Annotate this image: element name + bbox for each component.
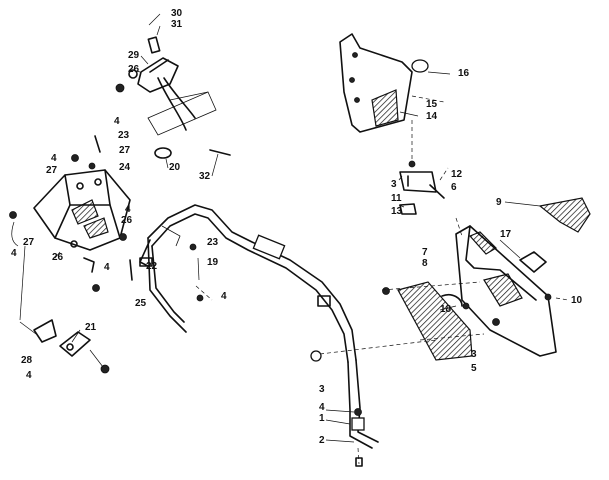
callout-3: 3 xyxy=(391,179,397,190)
callout-31: 31 xyxy=(171,19,183,30)
callout-4: 4 xyxy=(26,370,32,381)
callout-30: 30 xyxy=(171,8,183,19)
handlebar xyxy=(139,204,357,363)
callout-23: 23 xyxy=(207,237,219,248)
callout-20: 20 xyxy=(169,162,181,173)
callout-11: 11 xyxy=(391,193,402,204)
small-bracket xyxy=(398,160,449,215)
callout-3: 3 xyxy=(471,349,477,360)
lever-link xyxy=(19,319,110,374)
callout-17: 17 xyxy=(500,229,512,240)
callout-4: 4 xyxy=(319,402,325,413)
callout-19: 19 xyxy=(207,257,219,268)
lower-bar xyxy=(310,350,379,467)
callout-1: 1 xyxy=(319,413,325,424)
shield-piece xyxy=(504,197,591,233)
callout-4: 4 xyxy=(11,248,17,259)
callout-14: 14 xyxy=(426,111,438,122)
callout-15: 15 xyxy=(426,99,438,110)
callout-27: 27 xyxy=(46,165,58,176)
panel-bracket xyxy=(339,33,451,160)
callout-9: 9 xyxy=(496,197,502,208)
callout-27: 27 xyxy=(23,237,35,248)
callout-12: 12 xyxy=(451,169,463,180)
callout-13: 13 xyxy=(391,206,403,217)
callout-24: 24 xyxy=(119,162,131,173)
callout-26: 26 xyxy=(128,64,140,75)
callout-2: 2 xyxy=(319,435,325,446)
throttle-lever-assembly xyxy=(115,13,231,177)
callout-18: 18 xyxy=(440,304,452,315)
callout-23: 23 xyxy=(118,130,130,141)
callout-29: 29 xyxy=(128,50,140,61)
callout-26: 26 xyxy=(121,215,133,226)
callout-4: 4 xyxy=(125,204,131,215)
callout-6: 6 xyxy=(451,182,457,193)
callout-4: 4 xyxy=(104,262,110,273)
callout-21: 21 xyxy=(85,322,97,333)
callout-25: 25 xyxy=(135,298,147,309)
callout-10: 10 xyxy=(571,295,583,306)
callout-8: 8 xyxy=(422,258,428,269)
callout-4: 4 xyxy=(51,153,57,164)
callout-4: 4 xyxy=(114,116,120,127)
callout-7: 7 xyxy=(422,247,428,258)
callout-26: 26 xyxy=(52,252,64,263)
callout-28: 28 xyxy=(21,355,33,366)
callout-4: 4 xyxy=(221,291,227,302)
callout-5: 5 xyxy=(471,363,477,374)
callout-3: 3 xyxy=(319,384,325,395)
callout-27: 27 xyxy=(119,145,131,156)
callout-22: 22 xyxy=(146,261,158,272)
side-plate xyxy=(319,217,569,361)
handlebar-mount-bracket xyxy=(9,135,133,321)
callout-16: 16 xyxy=(458,68,470,79)
callout-32: 32 xyxy=(199,171,211,182)
